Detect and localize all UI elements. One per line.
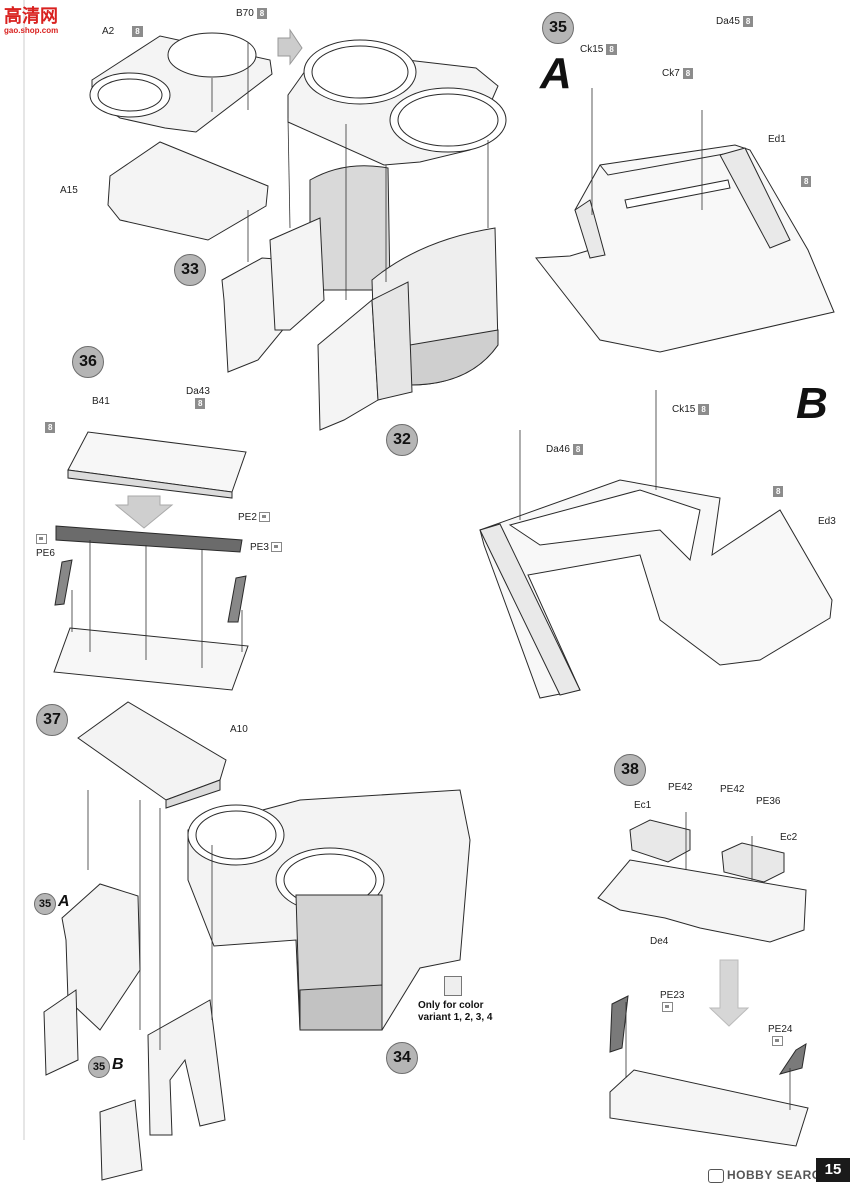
label-b41: B41 bbox=[92, 396, 110, 407]
icon-pe24 bbox=[772, 1036, 783, 1048]
paint-code-b41: 8 bbox=[42, 422, 56, 434]
step-35-badge: 35 bbox=[542, 12, 574, 44]
label-a10: A10 bbox=[230, 724, 248, 735]
base-plate bbox=[53, 627, 249, 691]
step-32-badge: 32 bbox=[386, 424, 418, 456]
step-33-badge: 33 bbox=[174, 254, 206, 286]
label-ec1: Ec1 bbox=[634, 800, 652, 811]
step-38-badge: 38 bbox=[614, 754, 646, 786]
part-pe6 bbox=[54, 559, 73, 606]
icon-pe23 bbox=[662, 1002, 673, 1014]
part-ec2-box bbox=[721, 842, 785, 883]
part-a15-plate bbox=[107, 141, 269, 241]
page-number: 15 bbox=[816, 1158, 850, 1182]
ref-35-b-badge: 35 bbox=[88, 1056, 110, 1078]
part-33-plate-b bbox=[269, 217, 325, 331]
site-logo-url: gao.shop.com bbox=[4, 26, 59, 35]
label-pe23: PE23 bbox=[660, 990, 685, 1001]
label-da43: Da43 bbox=[186, 386, 210, 397]
turret-barrel-left bbox=[309, 165, 391, 291]
label-pe42-a: PE42 bbox=[668, 782, 693, 793]
label-ed3: Ed3 bbox=[818, 516, 836, 527]
label-a15: A15 bbox=[60, 185, 78, 196]
part-a10-plate bbox=[77, 701, 227, 801]
part-pe3 bbox=[227, 575, 247, 623]
label-pe42-b: PE42 bbox=[720, 784, 745, 795]
part-pe24 bbox=[778, 1043, 807, 1075]
ref-35-a-letter: A bbox=[58, 893, 70, 910]
slot bbox=[624, 179, 731, 209]
label-pe3: PE3 bbox=[250, 542, 282, 554]
part-pe2-strip bbox=[55, 525, 243, 553]
label-pe6 bbox=[36, 534, 47, 546]
label-pe2: PE2 bbox=[238, 512, 270, 524]
step-34-badge: 34 bbox=[386, 1042, 418, 1074]
label-ed1: Ed1 bbox=[768, 134, 786, 145]
part-32-side-plate bbox=[317, 298, 379, 431]
part-ed1-frame bbox=[535, 144, 835, 353]
paint-code-ed3: 8 bbox=[770, 486, 784, 498]
label-pe6-text: PE6 bbox=[36, 548, 55, 559]
color-variant-icon bbox=[444, 976, 462, 996]
part-ec1-box bbox=[629, 819, 691, 863]
arrow-down-38 bbox=[708, 959, 750, 1027]
ref-35-b-letter: B bbox=[112, 1056, 124, 1073]
base-38 bbox=[609, 1069, 809, 1147]
paint-code-da43: 8 bbox=[192, 398, 206, 410]
part-pe23 bbox=[609, 995, 629, 1053]
side-plate-35b bbox=[99, 1099, 143, 1181]
arrow-down bbox=[114, 495, 174, 529]
site-logo: 高清网 bbox=[4, 6, 58, 26]
part-a2-ring-right bbox=[167, 32, 257, 78]
label-pe36: PE36 bbox=[756, 796, 781, 807]
ref-35-a-badge: 35 bbox=[34, 893, 56, 915]
arrow-right bbox=[277, 28, 303, 66]
label-ec2: Ec2 bbox=[780, 832, 798, 843]
label-de4: De4 bbox=[650, 936, 669, 947]
footer-brand: HOBBY SEARCH bbox=[708, 1168, 830, 1183]
label-pe24: PE24 bbox=[768, 1024, 793, 1035]
variant-b-letter: B bbox=[796, 379, 828, 428]
side-plate-35a bbox=[61, 883, 141, 1031]
step-36-badge: 36 bbox=[72, 346, 104, 378]
side-plate-low bbox=[43, 989, 79, 1076]
step-37-badge: 37 bbox=[36, 704, 68, 736]
paint-code-ed1: 8 bbox=[798, 176, 812, 188]
variant-a-letter: A bbox=[540, 49, 572, 98]
side-frame bbox=[147, 999, 226, 1136]
part-de4-plate bbox=[597, 859, 807, 943]
